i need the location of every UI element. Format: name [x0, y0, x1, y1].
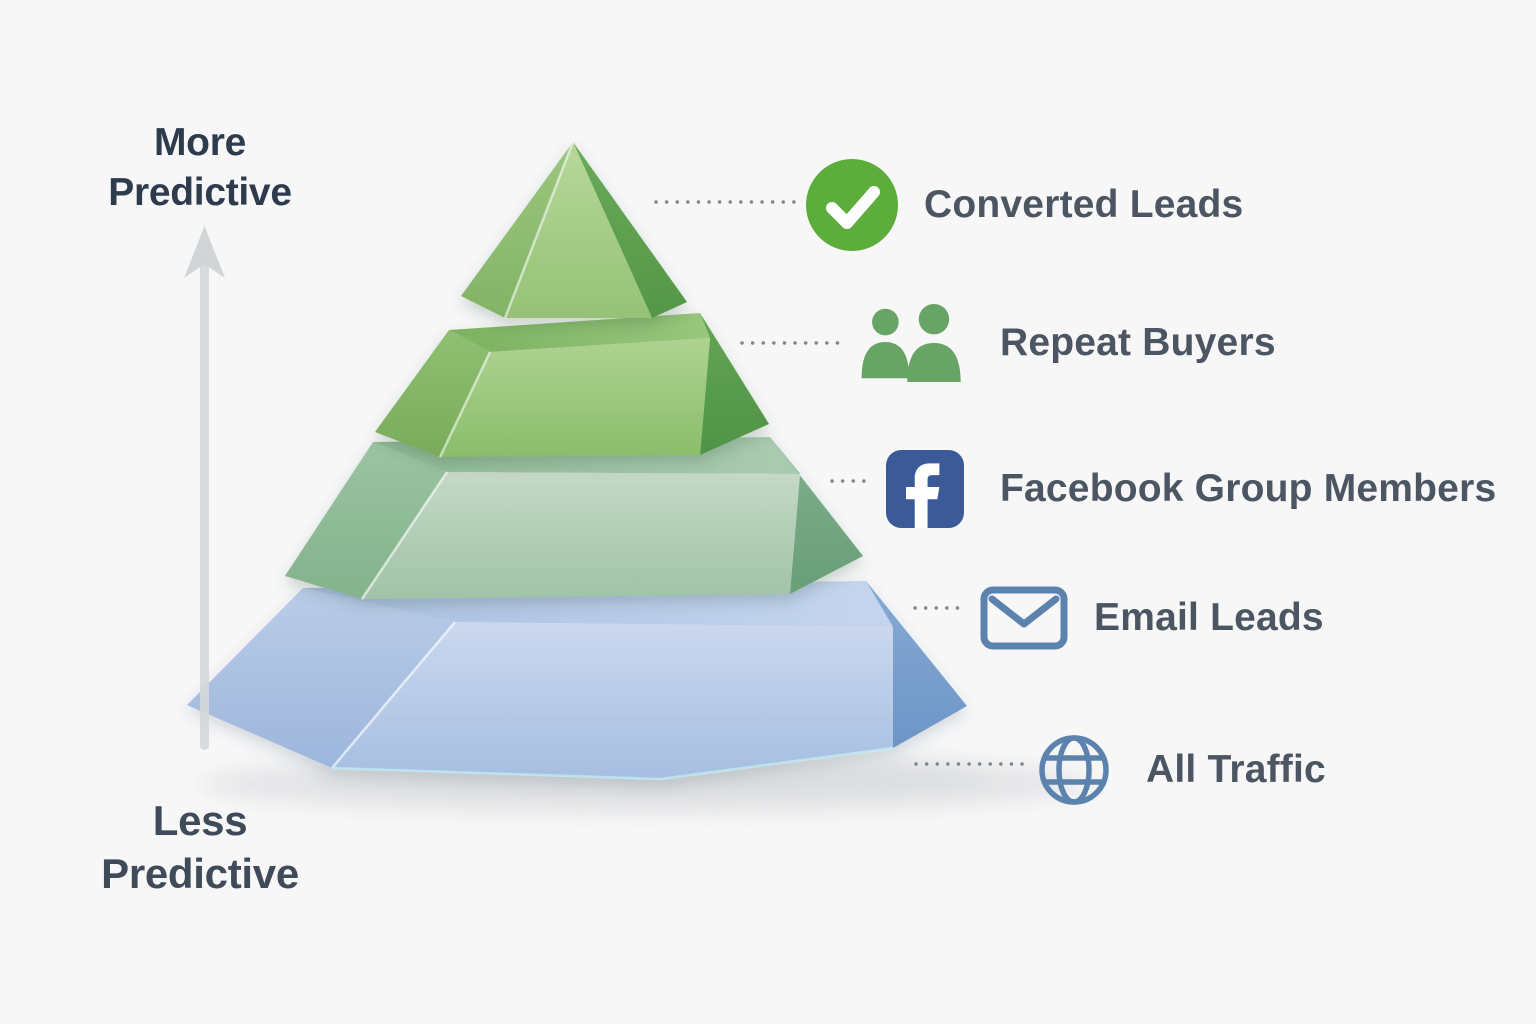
pyramid-tier-cap — [461, 141, 687, 319]
pyramid-tier-third — [285, 437, 863, 600]
axis-less-line1: Less — [152, 797, 248, 844]
pyramid-tier-second — [375, 313, 769, 458]
axis-more-line1: More — [154, 121, 246, 164]
axis-label-more-predictive: More Predictive — [90, 118, 310, 218]
envelope-icon — [980, 586, 1068, 650]
level-label: Email Leads — [1094, 596, 1324, 639]
level-row-converted-leads: Converted Leads — [806, 159, 1243, 251]
globe-icon — [1036, 732, 1112, 808]
level-row-email-leads: Email Leads — [980, 586, 1324, 650]
level-row-all-traffic: All Traffic — [1036, 732, 1326, 808]
axis-more-line2: Predictive — [108, 171, 292, 214]
level-label: Converted Leads — [924, 183, 1244, 226]
people-icon — [850, 303, 976, 383]
predictive-axis-arrow — [184, 226, 225, 750]
axis-less-line2: Predictive — [101, 850, 299, 897]
level-label: All Traffic — [1146, 748, 1326, 791]
level-row-facebook-group-members: Facebook Group Members — [886, 450, 1496, 528]
pyramid-tier-bottom — [187, 581, 967, 781]
level-label: Repeat Buyers — [1000, 321, 1276, 364]
facebook-icon — [886, 450, 964, 528]
level-row-repeat-buyers: Repeat Buyers — [850, 303, 1276, 383]
axis-label-less-predictive: Less Predictive — [85, 794, 315, 900]
level-label: Facebook Group Members — [1000, 467, 1497, 510]
check-circle-icon — [806, 159, 898, 251]
